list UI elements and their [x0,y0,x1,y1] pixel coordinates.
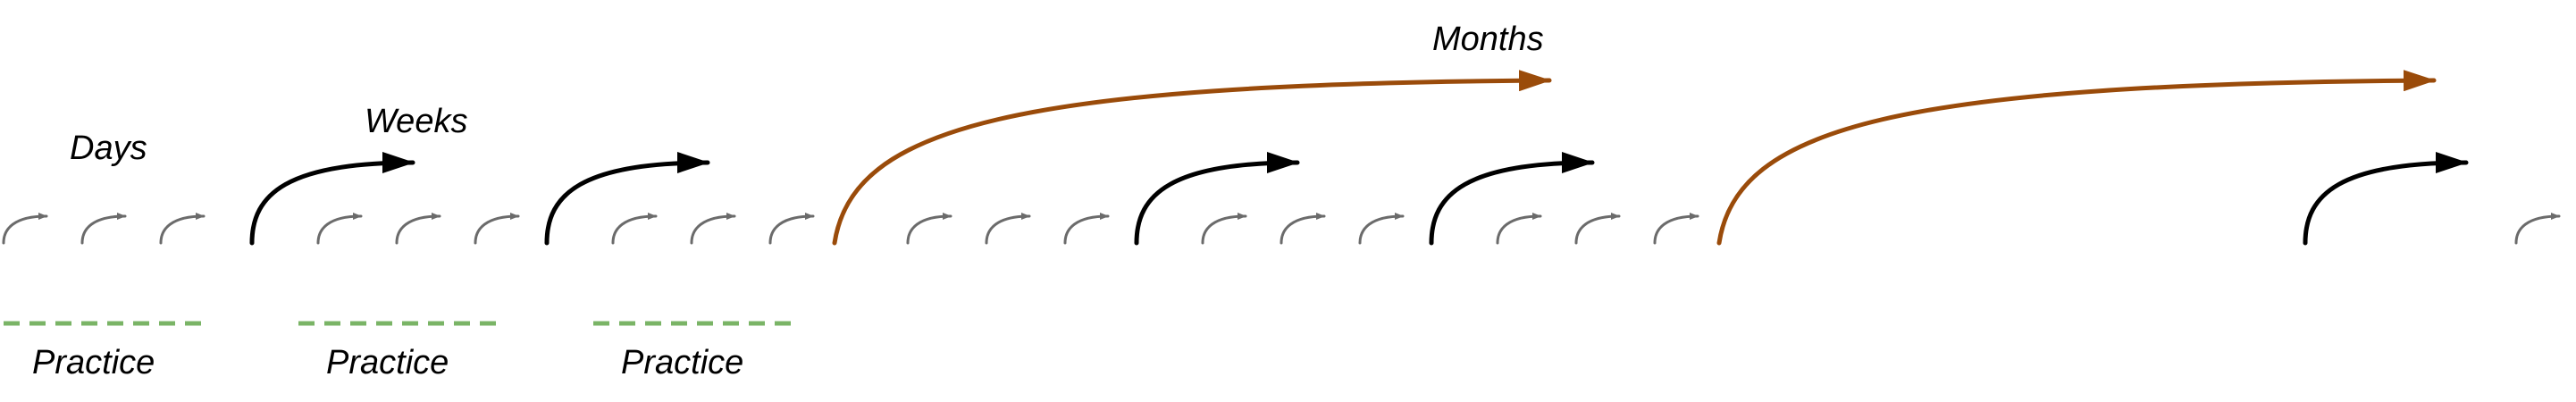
day-arrow [1280,213,1326,245]
day-arrow [80,213,127,245]
practice-label-3: Practice [621,344,743,381]
day-arrow [690,213,736,245]
week-arrow [249,152,415,246]
practice-label-1: Practice [32,344,155,381]
day-arrows [2,213,2561,245]
weeks-label: Weeks [365,103,467,140]
day-arrow [474,213,520,245]
day-arrow [768,213,815,245]
day-arrow [2514,213,2561,245]
day-arrow [1358,213,1405,245]
day-arrow [611,213,658,245]
practice-label-2: Practice [326,344,449,381]
day-arrow [1653,213,1699,245]
week-arrow [2303,152,2469,246]
months-label: Months [1432,21,1544,58]
week-arrow [1134,152,1300,246]
week-arrows [249,152,2469,246]
day-arrow [1201,213,1247,245]
day-arrow [316,213,363,245]
day-arrow [2,213,48,245]
month-arrow [832,70,1552,246]
day-arrow [985,213,1031,245]
month-arrows [832,70,2437,246]
days-label: Days [70,130,147,167]
week-arrow [544,152,710,246]
day-arrow [1574,213,1621,245]
week-arrow [1429,152,1595,246]
day-arrow [395,213,441,245]
day-arrow [1496,213,1542,245]
month-arrow [1716,70,2437,246]
day-arrow [159,213,206,245]
day-arrow [1063,213,1110,245]
day-arrow [906,213,952,245]
